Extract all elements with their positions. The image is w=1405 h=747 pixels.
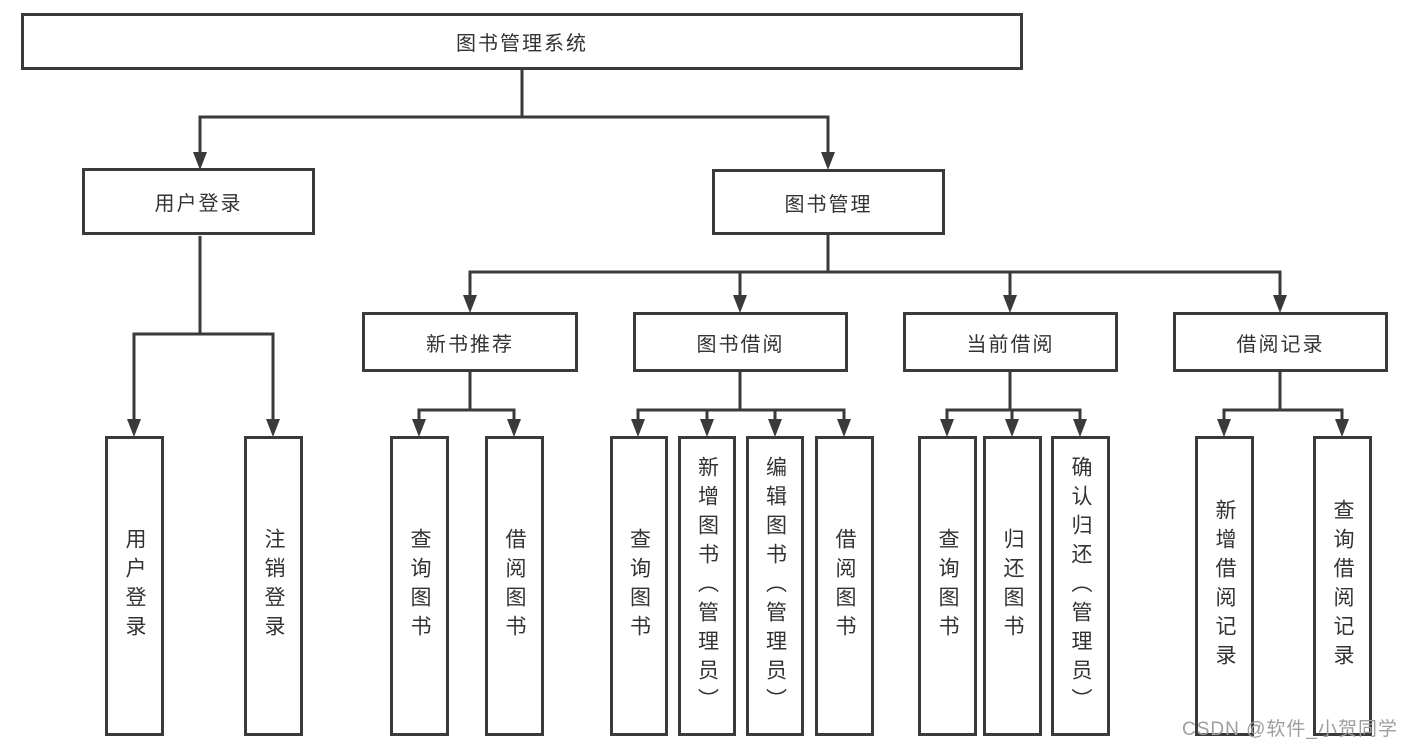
leaf-add-books-admin: 新增图书（管理员） [678, 436, 736, 736]
node-book-management: 图书管理 [712, 169, 945, 235]
leaf-confirm-return-admin: 确认归还（管理员） [1051, 436, 1110, 736]
leaf-logout: 注销登录 [244, 436, 303, 736]
node-user-login: 用户登录 [82, 168, 315, 235]
leaf-query-books-borrowing: 查询图书 [610, 436, 668, 736]
leaf-edit-books-admin: 编辑图书（管理员） [746, 436, 804, 736]
connector-lines [132, 69, 1344, 420]
leaf-query-borrow-record: 查询借阅记录 [1313, 436, 1372, 736]
node-library-management-system: 图书管理系统 [21, 13, 1023, 70]
leaf-query-books-current: 查询图书 [918, 436, 977, 736]
node-borrowing-records: 借阅记录 [1173, 312, 1388, 372]
leaf-query-books-recommend: 查询图书 [390, 436, 449, 736]
node-current-borrowing: 当前借阅 [903, 312, 1118, 372]
leaf-add-borrow-record: 新增借阅记录 [1195, 436, 1254, 736]
leaf-return-books: 归还图书 [983, 436, 1042, 736]
node-book-borrowing: 图书借阅 [633, 312, 848, 372]
node-new-book-recommendation: 新书推荐 [362, 312, 578, 372]
leaf-user-login: 用户登录 [105, 436, 164, 736]
leaf-borrow-books: 借阅图书 [815, 436, 874, 736]
watermark: CSDN @软件_小贺同学 [1182, 719, 1398, 740]
leaf-borrow-books-recommend: 借阅图书 [485, 436, 544, 736]
